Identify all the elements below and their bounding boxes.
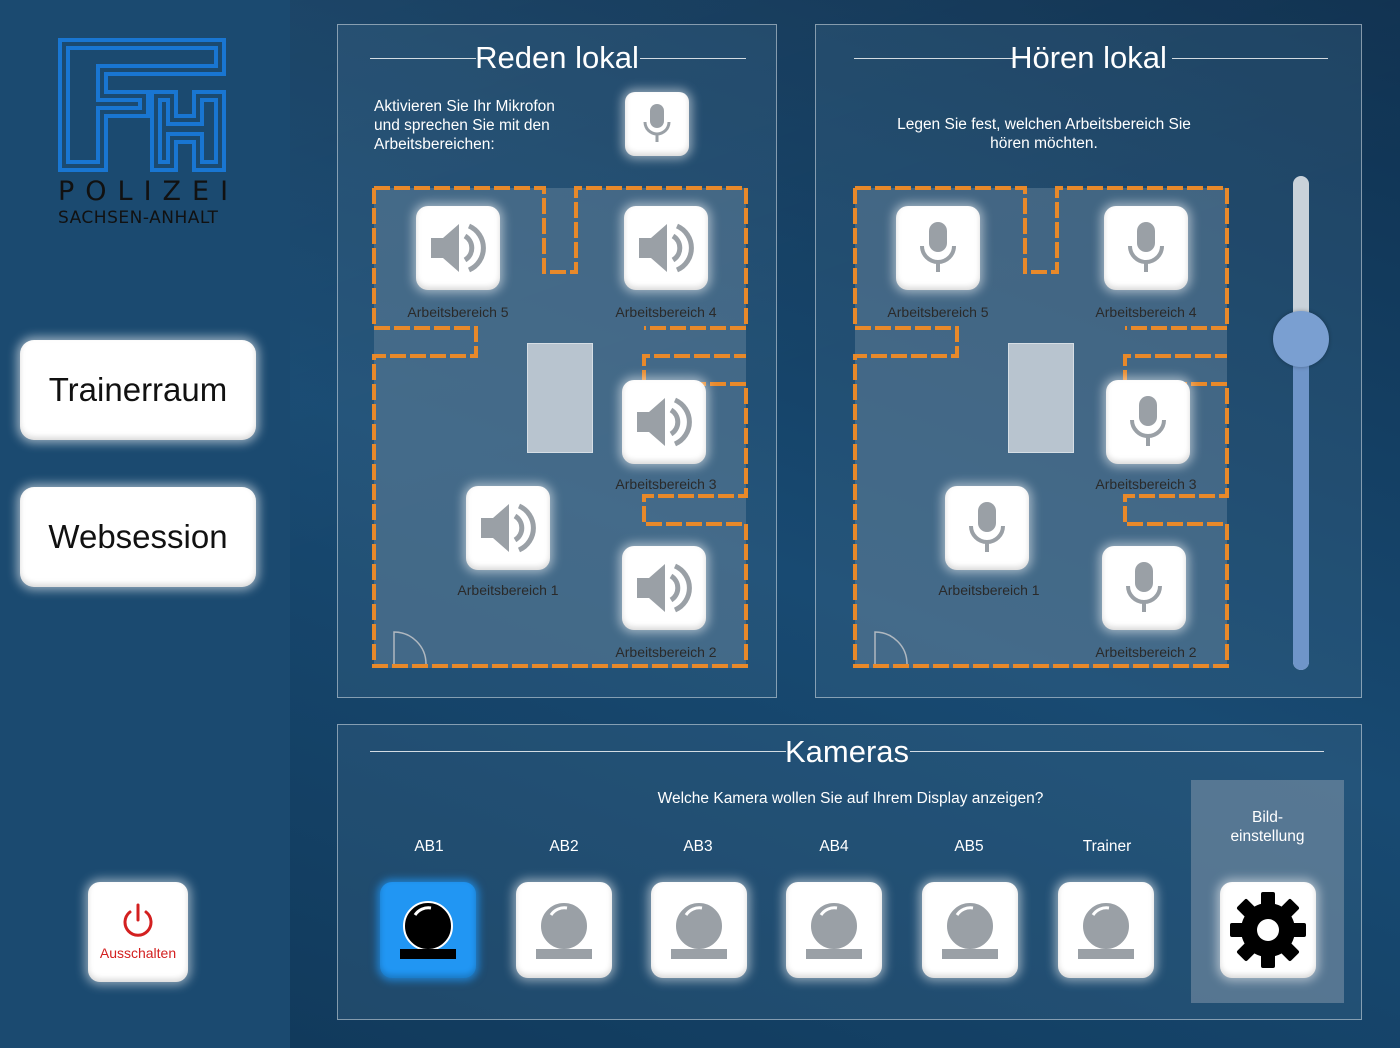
camera-button-ab3[interactable] <box>651 882 747 978</box>
fh-logo <box>58 38 226 172</box>
camera-label-ab3: AB3 <box>683 838 713 855</box>
camera-label-ab2: AB2 <box>549 838 579 855</box>
camera-button-ab4[interactable] <box>786 882 882 978</box>
reden-description: Aktivieren Sie Ihr Mikrofon und sprechen… <box>374 98 555 153</box>
microphone-icon <box>969 502 1005 552</box>
power-label: Ausschalten <box>99 945 177 961</box>
speaker-icon <box>481 503 536 553</box>
bildeinstellung-label-line1: Bild- <box>1251 809 1283 826</box>
microphone-icon <box>1130 396 1166 446</box>
speaker-icon <box>637 563 692 613</box>
camera-icon <box>671 901 727 959</box>
camera-label-ab1: AB1 <box>414 838 444 855</box>
area-label-ab2: Arbeitsbereich 2 <box>615 644 717 660</box>
microphone-icon <box>1128 222 1164 272</box>
mic-button-ab4[interactable] <box>1104 206 1188 290</box>
area-label-ab5: Arbeitsbereich 5 <box>407 304 509 320</box>
area-label-ab1: Arbeitsbereich 1 <box>938 582 1040 598</box>
camera-label-ab4: AB4 <box>819 838 849 855</box>
logo-text-region: SACHSEN-ANHALT <box>58 208 219 228</box>
volume-slider-fill <box>1293 339 1309 670</box>
logo-text-polizei: POLIZEI <box>58 176 240 207</box>
speaker-button-ab4[interactable] <box>624 206 708 290</box>
area-label-ab4: Arbeitsbereich 4 <box>1095 304 1197 320</box>
hoeren-title: Hören lokal <box>1010 40 1167 75</box>
camera-label-trainer: Trainer <box>1082 838 1132 855</box>
title-line-left <box>370 751 786 752</box>
mic-button-ab1[interactable] <box>945 486 1029 570</box>
kameras-question: Welche Kamera wollen Sie auf Ihrem Displ… <box>657 790 1044 807</box>
speaker-icon <box>637 397 692 447</box>
camera-icon <box>1078 901 1134 959</box>
area-label-ab4: Arbeitsbereich 4 <box>615 304 717 320</box>
camera-label-ab5: AB5 <box>954 838 984 855</box>
gear-icon <box>1230 892 1306 968</box>
mic-button-ab2[interactable] <box>1102 546 1186 630</box>
microphone-icon <box>643 104 671 142</box>
kameras-title: Kameras <box>784 734 910 769</box>
area-label-ab1: Arbeitsbereich 1 <box>457 582 559 598</box>
camera-icon <box>942 901 998 959</box>
speaker-icon <box>431 223 486 273</box>
power-button[interactable]: Ausschalten <box>88 882 188 982</box>
title-line-left <box>370 58 476 59</box>
speaker-button-ab5[interactable] <box>416 206 500 290</box>
speaker-button-ab3[interactable] <box>622 380 706 464</box>
hoeren-description: Legen Sie fest, welchen Arbeitsbereich S… <box>897 116 1191 152</box>
speaker-icon <box>639 223 694 273</box>
camera-button-ab2[interactable] <box>516 882 612 978</box>
reden-title: Reden lokal <box>475 40 639 75</box>
camera-button-trainer[interactable] <box>1058 882 1154 978</box>
power-icon <box>123 903 153 937</box>
camera-icon <box>536 901 592 959</box>
speaker-button-ab1[interactable] <box>466 486 550 570</box>
camera-button-ab1[interactable] <box>380 882 476 978</box>
camera-button-ab5[interactable] <box>922 882 1018 978</box>
bildeinstellung-label-line2: einstellung <box>1230 828 1305 845</box>
speaker-button-ab2[interactable] <box>622 546 706 630</box>
mic-button-ab3[interactable] <box>1106 380 1190 464</box>
area-label-ab3: Arbeitsbereich 3 <box>615 476 717 492</box>
bildeinstellung-button[interactable] <box>1220 882 1316 978</box>
title-line-left <box>854 58 1014 59</box>
hoeren-table <box>1008 343 1074 453</box>
camera-icon <box>400 901 456 959</box>
title-line-right <box>910 751 1324 752</box>
mic-button-ab5[interactable] <box>896 206 980 290</box>
trainerraum-button[interactable]: Trainerraum <box>20 340 256 440</box>
websession-button[interactable]: Websession <box>20 487 256 587</box>
title-line-right <box>640 58 746 59</box>
microphone-icon <box>1126 562 1162 612</box>
volume-slider-knob[interactable] <box>1273 311 1329 368</box>
area-label-ab5: Arbeitsbereich 5 <box>887 304 989 320</box>
title-line-right <box>1172 58 1328 59</box>
microphone-icon <box>920 222 956 272</box>
bildeinstellung-label: Bild- einstellung <box>1191 808 1344 846</box>
area-label-ab3: Arbeitsbereich 3 <box>1095 476 1197 492</box>
volume-slider-track[interactable] <box>1293 176 1309 670</box>
area-label-ab2: Arbeitsbereich 2 <box>1095 644 1197 660</box>
camera-icon <box>806 901 862 959</box>
reden-table <box>527 343 593 453</box>
reden-mic-button[interactable] <box>625 92 689 156</box>
